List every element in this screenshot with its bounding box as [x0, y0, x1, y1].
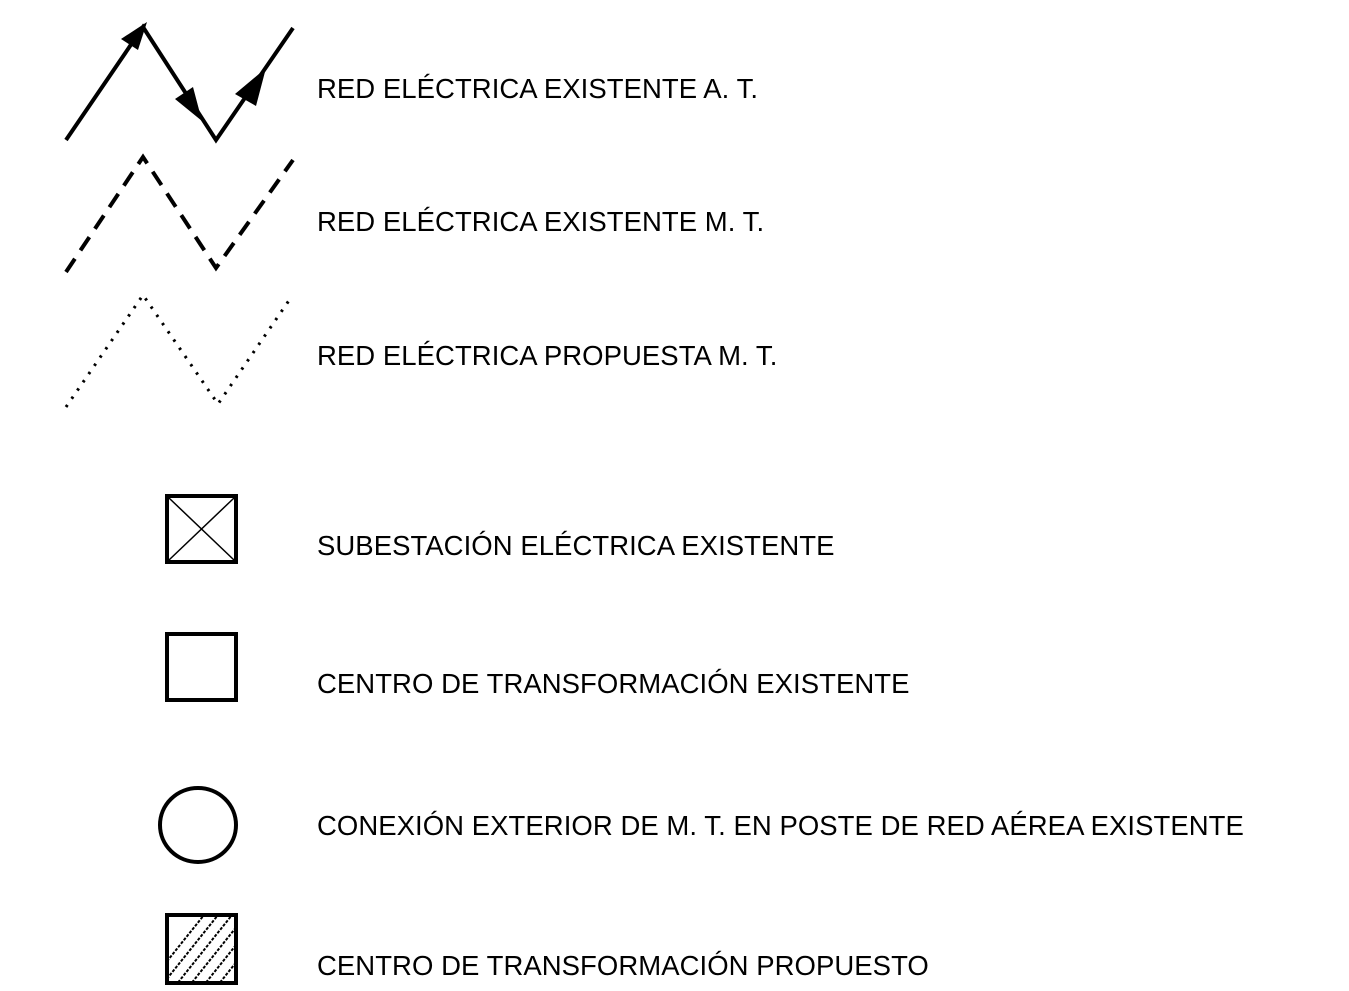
empty-square-icon — [165, 632, 238, 702]
legend-label-red-existente-at: RED ELÉCTRICA EXISTENTE A. T. — [317, 73, 759, 104]
legend-label-ct-propuesto: CENTRO DE TRANSFORMACIÓN PROPUESTO — [317, 950, 929, 981]
legend-label-red-propuesta-mt: RED ELÉCTRICA PROPUESTA M. T. — [317, 340, 778, 371]
dashed-zigzag-icon — [64, 153, 295, 274]
hatched-square-icon — [165, 913, 238, 985]
solid-zigzag-with-arrows-icon — [64, 22, 295, 144]
legend-label-red-existente-mt: RED ELÉCTRICA EXISTENTE M. T. — [317, 206, 765, 237]
legend-label-conexion-exterior: CONEXIÓN EXTERIOR DE M. T. EN POSTE DE R… — [317, 810, 1244, 841]
crossed-square-icon — [165, 494, 238, 564]
legend-label-ct-existente: CENTRO DE TRANSFORMACIÓN EXISTENTE — [317, 668, 910, 699]
circle-icon — [158, 786, 238, 864]
legend-label-subestacion-existente: SUBESTACIÓN ELÉCTRICA EXISTENTE — [317, 530, 835, 561]
dotted-zigzag-icon — [64, 292, 292, 408]
